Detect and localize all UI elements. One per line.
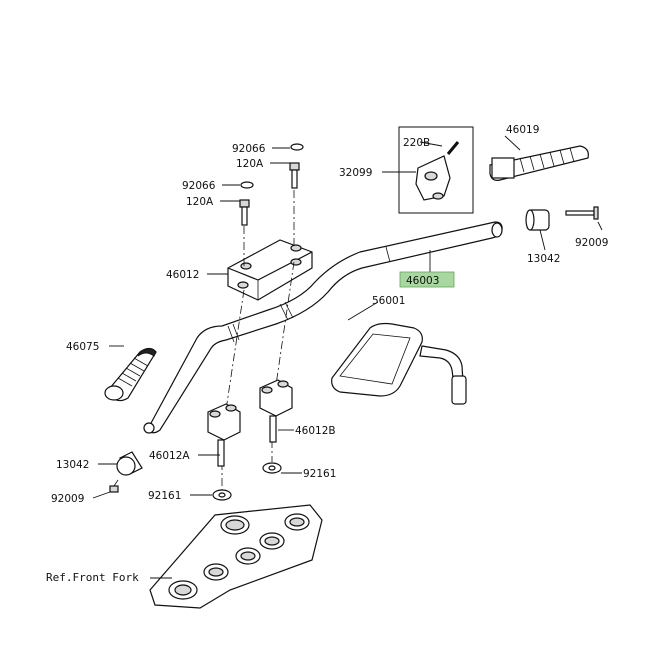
label-56001: 56001 bbox=[372, 295, 405, 307]
clamp-group-box bbox=[398, 126, 474, 214]
washer-92066-mid bbox=[240, 181, 254, 189]
label-46075: 46075 bbox=[66, 341, 99, 353]
triple-clamp bbox=[149, 504, 323, 609]
screw-92009-left bbox=[109, 479, 119, 493]
label-13042-right: 13042 bbox=[527, 253, 560, 265]
bolt-120a-left bbox=[239, 199, 250, 226]
label-92066-mid: 92066 bbox=[182, 180, 216, 192]
bar-end-13042-left bbox=[116, 451, 143, 476]
clamp-32099 bbox=[415, 155, 451, 201]
handlebar-46003 bbox=[143, 221, 503, 434]
label-ref-front-fork: Ref.Front Fork bbox=[46, 571, 139, 584]
alignment-lines bbox=[221, 190, 295, 490]
label-46003-highlight bbox=[399, 271, 455, 288]
part-labels: 92066 120A 92066 120A 46012 46075 13042 … bbox=[46, 124, 608, 584]
bar-end-13042-right bbox=[525, 209, 550, 231]
screw-220b bbox=[446, 141, 460, 155]
label-120a-mid: 120A bbox=[186, 196, 214, 208]
label-46003: 46003 bbox=[406, 275, 439, 287]
label-92009-right: 92009 bbox=[575, 237, 608, 249]
holder-lower-46012a bbox=[207, 403, 241, 467]
label-46019: 46019 bbox=[506, 124, 539, 136]
leader-lines bbox=[92, 135, 603, 499]
holder-upper-46012 bbox=[227, 239, 313, 301]
label-220b: 220B bbox=[403, 137, 430, 149]
screw-92009-right bbox=[565, 206, 599, 220]
washer-92066-top bbox=[290, 143, 304, 151]
label-46012a: 46012A bbox=[149, 450, 190, 462]
label-13042-left: 13042 bbox=[56, 459, 89, 471]
label-120a-top: 120A bbox=[236, 158, 264, 170]
label-92161-left: 92161 bbox=[148, 490, 181, 502]
holder-lower-46012b bbox=[259, 379, 293, 443]
label-46012: 46012 bbox=[166, 269, 199, 281]
label-92161-right: 92161 bbox=[303, 468, 336, 480]
mirror-56001 bbox=[331, 322, 467, 405]
label-32099: 32099 bbox=[339, 167, 372, 179]
grip-46019 bbox=[489, 145, 589, 181]
label-92066-top: 92066 bbox=[232, 143, 266, 155]
label-46012b: 46012B bbox=[295, 425, 336, 437]
grip-46075 bbox=[104, 347, 157, 402]
bolt-120a-right bbox=[289, 162, 300, 189]
label-92009-left: 92009 bbox=[51, 493, 84, 505]
